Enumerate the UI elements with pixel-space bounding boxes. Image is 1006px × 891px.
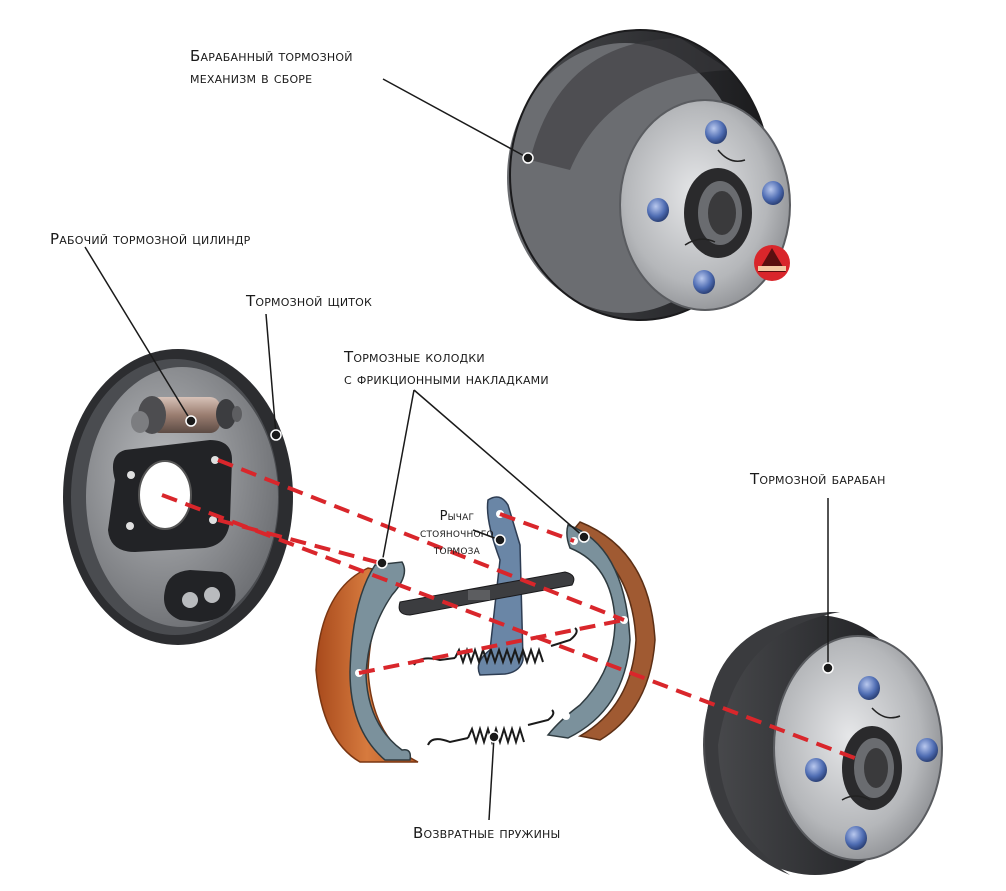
assembly-axis-lines [161,458,861,762]
label-return-springs-text: Возвратные пружины [413,824,561,842]
label-parking-lever-line1: Рычаг [439,509,475,524]
label-backing-plate: Тормозной щиток [246,290,372,312]
brake-shoe-left [315,559,419,763]
label-shoes-line2: с фрикционными накладками [344,370,549,388]
brake-drum [703,612,943,875]
label-backing-plate-text: Тормозной щиток [246,292,373,310]
label-parking-lever: Рычаг стояночного тормоза [420,508,494,559]
drum-assembly [507,29,791,321]
leader-dots [185,152,834,743]
label-brake-drum: Тормозной барабан [750,468,886,490]
label-drum-assembly-line1: Барабанный тормозной [190,47,353,65]
label-shoes: Тормозные колодки с фрикционными накладк… [344,346,549,390]
red-triangle-logo-icon [754,245,790,281]
label-wheel-cylinder: Рабочий тормозной цилиндр [50,228,250,250]
wheel-cylinder [131,396,242,434]
backing-plate [63,349,293,645]
leader-lines [84,78,829,821]
return-spring-lower [427,709,555,746]
label-parking-lever-line2: стояночного [420,526,494,541]
label-drum-assembly: Барабанный тормозной механизм в сборе [190,45,353,89]
label-return-springs: Возвратные пружины [413,822,560,844]
label-drum-assembly-line2: механизм в сборе [190,69,313,87]
label-wheel-cylinder-text: Рабочий тормозной цилиндр [50,230,251,248]
label-shoes-line1: Тормозные колодки [344,348,485,366]
label-brake-drum-text: Тормозной барабан [750,470,886,488]
label-parking-lever-line3: тормоза [433,543,480,558]
